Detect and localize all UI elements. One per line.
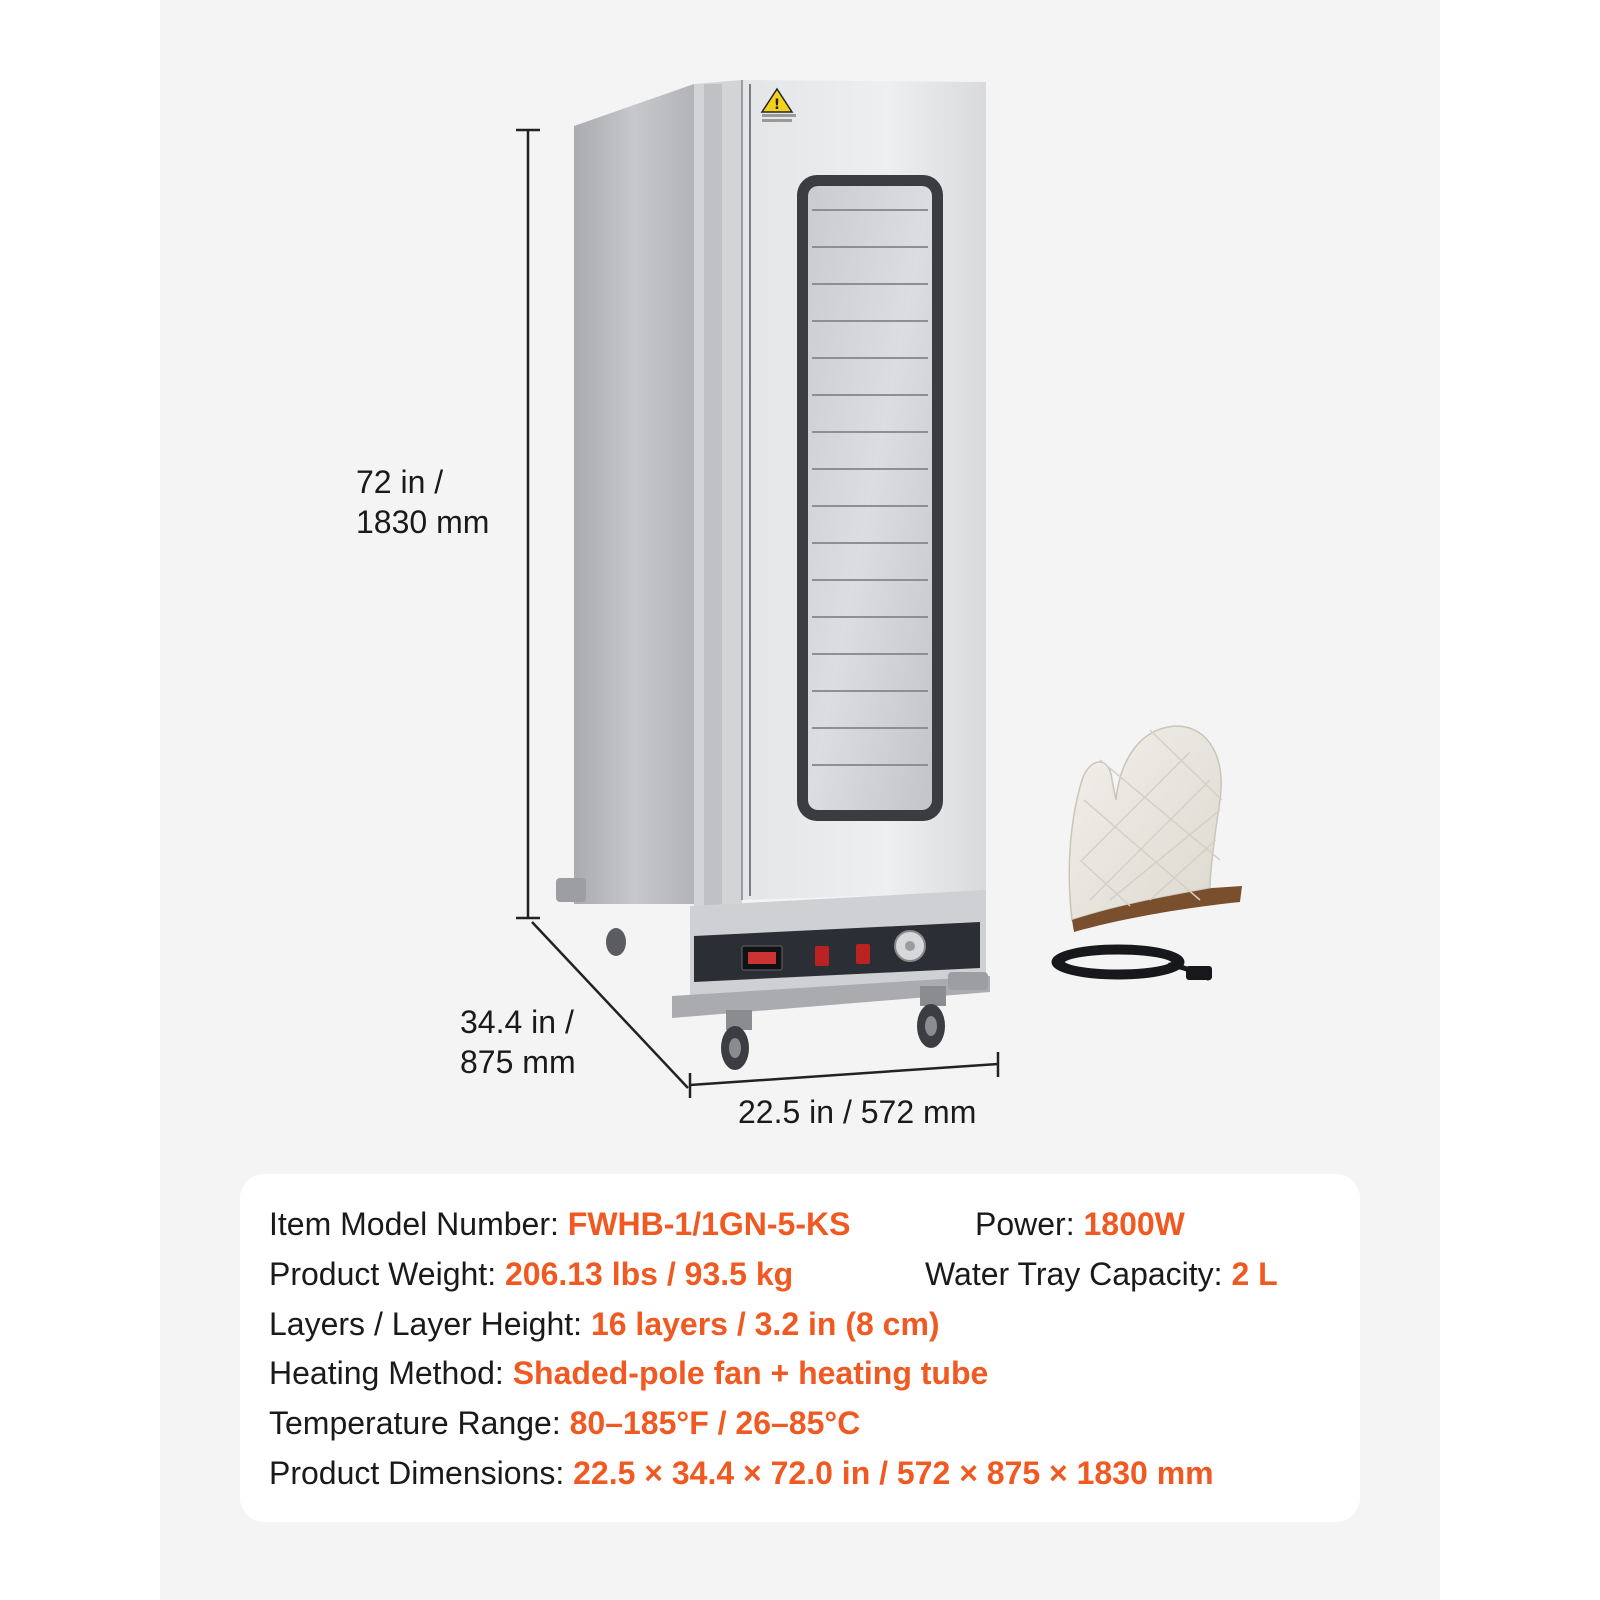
svg-text:!: ! (774, 97, 780, 113)
spec-value: 80–185°F / 26–85°C (569, 1405, 861, 1441)
height-dimension-label: 72 in / 1830 mm (356, 464, 490, 540)
spec-temperature-range: Temperature Range: 80–185°F / 26–85°C (269, 1403, 860, 1443)
spec-label: Product Weight: (269, 1256, 505, 1292)
spec-product-weight: Product Weight: 206.13 lbs / 93.5 kg (269, 1254, 793, 1294)
spec-label: Product Dimensions: (269, 1455, 574, 1491)
oven-mitt-icon (1068, 725, 1242, 932)
power-cord-icon (1051, 944, 1212, 981)
width-dimension-label: 22.5 in / 572 mm (738, 1094, 977, 1130)
rack-shelves (812, 209, 928, 766)
height-dimension-line (516, 128, 540, 920)
depth-dimension-label: 34.4 in / 875 mm (460, 1004, 576, 1080)
spec-label: Item Model Number: (269, 1206, 568, 1242)
product-illustration: ! (516, 80, 1242, 1098)
door-window (797, 175, 943, 821)
spec-value: 2 L (1231, 1256, 1278, 1292)
spec-layers: Layers / Layer Height: 16 layers / 3.2 i… (269, 1304, 940, 1344)
spec-label: Layers / Layer Height: (269, 1306, 591, 1342)
spec-heating-method: Heating Method: Shaded-pole fan + heatin… (269, 1353, 988, 1393)
spec-value: 1800W (1083, 1206, 1185, 1242)
spec-value: Shaded-pole fan + heating tube (512, 1355, 989, 1391)
spec-label: Power: (975, 1206, 1084, 1242)
spec-label: Water Tray Capacity: (925, 1256, 1232, 1292)
caster-wheels (606, 928, 946, 1070)
spec-water-tray-capacity: Water Tray Capacity: 2 L (925, 1254, 1278, 1294)
spec-value: 22.5 × 34.4 × 72.0 in / 572 × 875 × 1830… (573, 1455, 1214, 1491)
spec-value: 206.13 lbs / 93.5 kg (504, 1256, 794, 1292)
width-dimension-line (688, 1052, 1000, 1098)
spec-label: Temperature Range: (269, 1405, 570, 1441)
spec-label: Heating Method: (269, 1355, 513, 1391)
warning-label-icon: ! (760, 87, 796, 122)
spec-value: FWHB-1/1GN-5-KS (567, 1206, 851, 1242)
spec-product-dimensions: Product Dimensions: 22.5 × 34.4 × 72.0 i… (269, 1453, 1214, 1493)
specifications-card: Item Model Number: FWHB-1/1GN-5-KS Power… (240, 1174, 1360, 1522)
spec-value: 16 layers / 3.2 in (8 cm) (590, 1306, 940, 1342)
control-panel (556, 878, 990, 1018)
spec-model-number: Item Model Number: FWHB-1/1GN-5-KS (269, 1204, 850, 1244)
spec-power: Power: 1800W (975, 1204, 1185, 1244)
depth-dimension-line (531, 921, 689, 1089)
